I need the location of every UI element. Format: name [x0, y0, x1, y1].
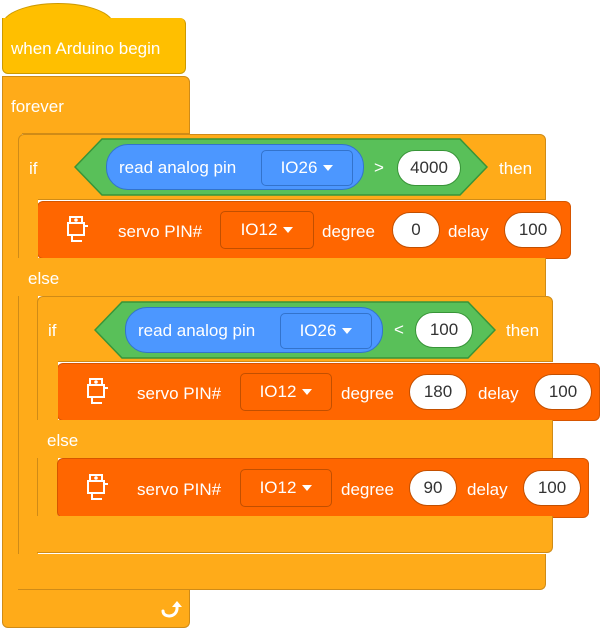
delay-label: delay	[478, 384, 519, 403]
servo-motor-icon	[87, 474, 108, 500]
delay-label: delay	[467, 480, 508, 499]
delay-input[interactable]: 100	[523, 470, 581, 506]
inner-else-arm	[37, 420, 553, 458]
inner-then-label: then	[506, 321, 540, 340]
servo-pin-value: IO12	[240, 220, 278, 239]
inner-if-label: if	[48, 321, 57, 340]
degree-label: degree	[341, 480, 394, 499]
inner-if-bottom	[37, 516, 553, 553]
forever-block[interactable]: forever	[2, 76, 190, 134]
servo-label: servo PIN#	[137, 480, 222, 499]
degree-input[interactable]: 90	[409, 470, 457, 506]
servo-label: servo PIN#	[137, 384, 222, 403]
forever-bottom	[2, 590, 190, 628]
outer-else-arm	[18, 258, 546, 296]
delay-label: delay	[448, 222, 489, 241]
servo-pin-dropdown[interactable]: IO12	[240, 373, 332, 411]
servo-block-outer-then[interactable]: servo PIN# IO12 degree 0 delay 100	[37, 201, 571, 259]
degree-label: degree	[322, 222, 375, 241]
servo-motor-icon	[87, 378, 108, 404]
chevron-down-icon	[302, 485, 313, 491]
inner-read-analog-reporter[interactable]: read analog pin IO26	[125, 307, 383, 353]
chevron-down-icon	[302, 389, 313, 395]
chevron-down-icon	[342, 328, 353, 334]
outer-pin-dropdown[interactable]: IO26	[261, 150, 353, 186]
degree-input[interactable]: 180	[409, 374, 467, 410]
forever-label: forever	[11, 97, 64, 116]
servo-pin-value: IO12	[259, 478, 297, 497]
outer-else-label: else	[28, 269, 60, 288]
delay-input[interactable]: 100	[534, 374, 592, 410]
servo-pin-dropdown[interactable]: IO12	[220, 211, 314, 249]
outer-read-analog-reporter[interactable]: read analog pin IO26	[106, 144, 364, 190]
hat-block[interactable]: when Arduino begin	[2, 18, 186, 74]
degree-input[interactable]: 0	[392, 212, 440, 248]
chevron-down-icon	[283, 227, 294, 233]
degree-label: degree	[341, 384, 394, 403]
outer-if-bottom	[18, 554, 546, 590]
servo-pin-dropdown[interactable]: IO12	[240, 469, 332, 507]
inner-operator: <	[394, 320, 404, 339]
inner-threshold-input[interactable]: 100	[415, 312, 473, 348]
inner-pin-dropdown[interactable]: IO26	[280, 313, 372, 349]
inner-reporter-label: read analog pin	[138, 321, 256, 340]
inner-else-label: else	[47, 431, 79, 450]
inner-pin-value: IO26	[299, 321, 337, 340]
delay-input[interactable]: 100	[504, 212, 562, 248]
outer-operator: >	[374, 158, 384, 177]
outer-pin-value: IO26	[280, 158, 318, 177]
outer-then-label: then	[499, 159, 533, 178]
chevron-down-icon	[323, 165, 334, 171]
servo-block-inner-else[interactable]: servo PIN# IO12 degree 90 delay 100	[57, 458, 589, 518]
outer-if-label: if	[29, 159, 38, 178]
forever-spine	[2, 130, 22, 592]
outer-reporter-label: read analog pin	[119, 158, 237, 177]
hat-block-label: when Arduino begin	[11, 39, 161, 58]
servo-pin-value: IO12	[259, 382, 297, 401]
servo-block-inner-then[interactable]: servo PIN# IO12 degree 180 delay 100	[57, 363, 600, 421]
servo-label: servo PIN#	[118, 222, 203, 241]
outer-if-spine	[18, 198, 38, 590]
outer-threshold-input[interactable]: 4000	[397, 150, 461, 186]
loop-arrow-icon	[161, 601, 182, 618]
servo-motor-icon	[67, 216, 88, 242]
